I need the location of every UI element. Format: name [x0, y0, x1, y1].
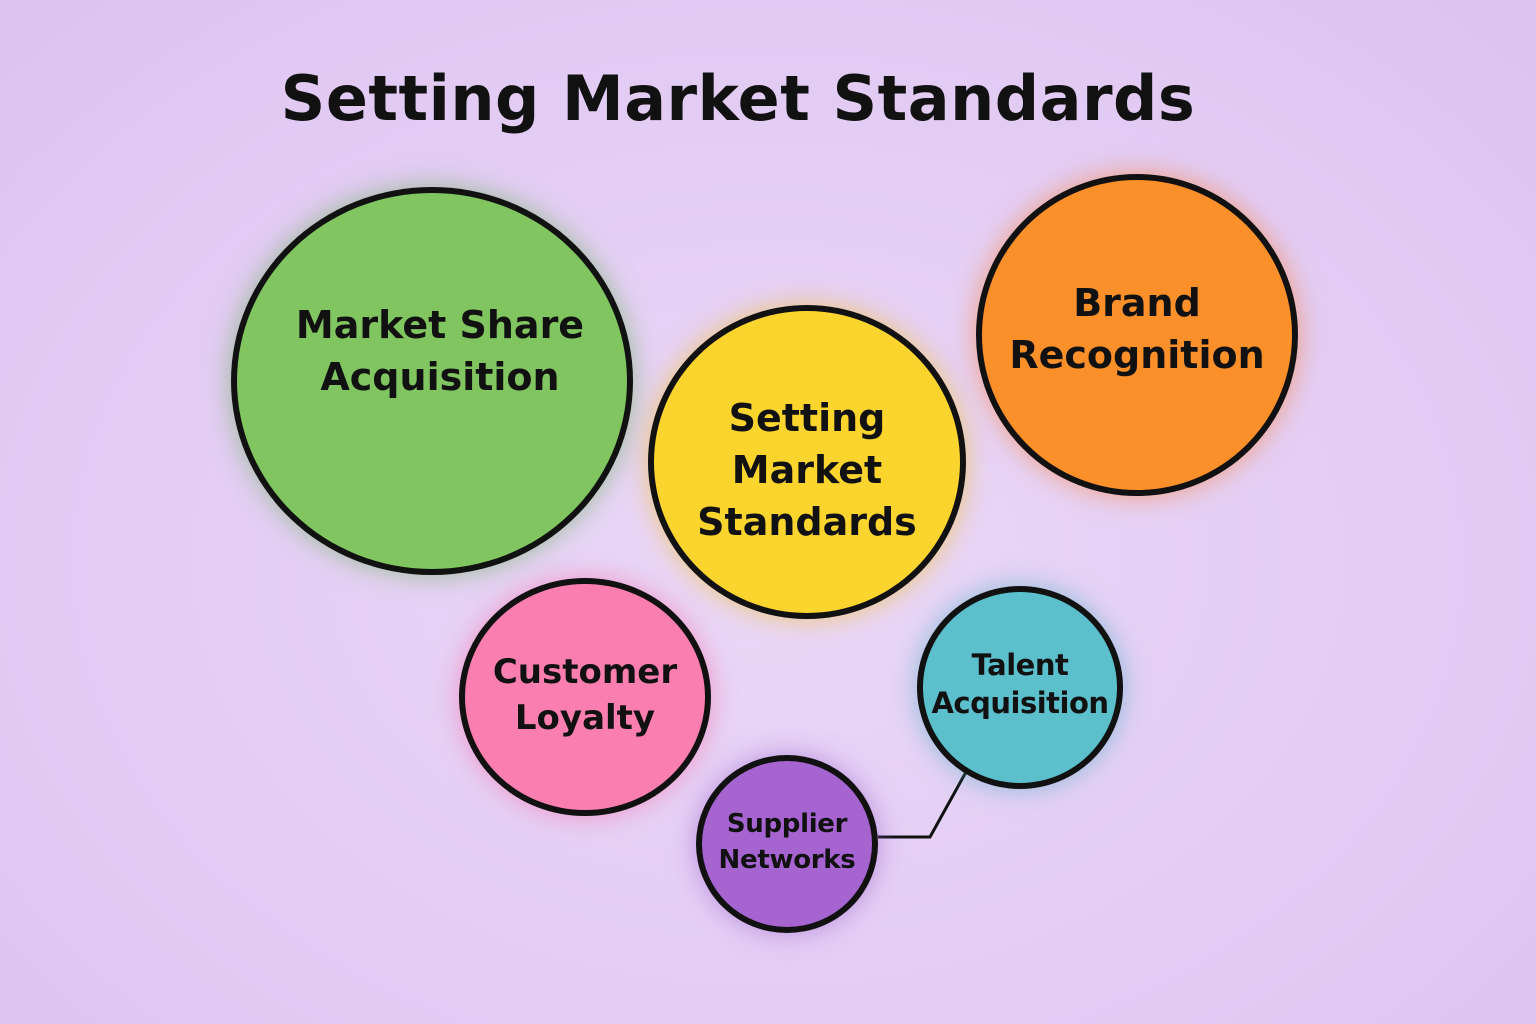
bubble-label: Customer Loyalty [492, 652, 678, 738]
page-title: Setting Market Standards [280, 62, 1196, 135]
bubble-supplier-networks: Supplier Networks [696, 755, 878, 933]
bubble-market-share-acquisition: Market Share Acquisition [231, 187, 633, 575]
bubble-brand-recognition: Brand Recognition [976, 174, 1298, 496]
connector-line [878, 771, 968, 839]
bubble-label: Talent Acquisition [931, 647, 1109, 720]
bubble-label: Supplier Networks [718, 809, 856, 875]
bubble-talent-acquisition: Talent Acquisition [917, 586, 1123, 789]
bubble-label: Market Share Acquisition [295, 303, 585, 399]
bubble-setting-market-standards: Setting Market Standards [648, 305, 966, 619]
bubble-customer-loyalty: Customer Loyalty [459, 578, 711, 816]
bubble-label: Setting Market Standards [697, 396, 917, 544]
bubble-label: Brand Recognition [1009, 281, 1265, 377]
